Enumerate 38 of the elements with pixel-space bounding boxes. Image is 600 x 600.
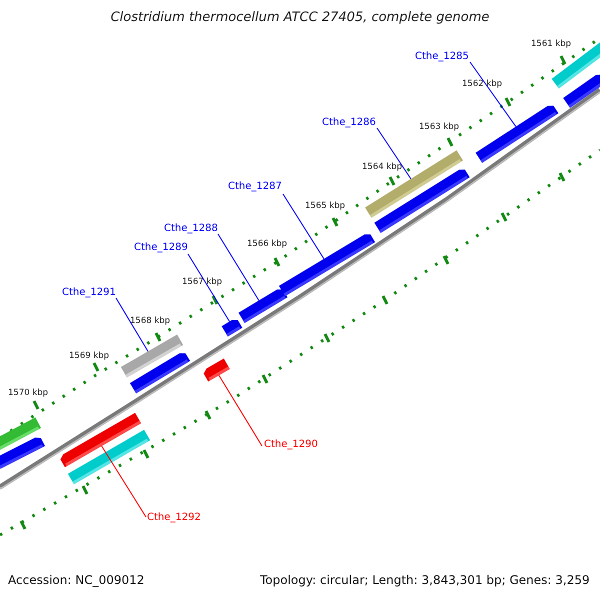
scale-label: 1566 kbp	[247, 240, 288, 248]
gene-feature	[476, 106, 558, 163]
leader-line	[218, 374, 262, 446]
gene-feature	[68, 430, 150, 484]
gene-label: Cthe_1292	[147, 513, 201, 523]
scale-label: 1569 kbp	[69, 352, 110, 360]
gene-feature	[0, 438, 45, 469]
gene-feature	[563, 74, 600, 108]
gene-label: Cthe_1288	[164, 224, 218, 234]
leader-line	[282, 194, 324, 260]
scale-label: 1570 kbp	[8, 389, 48, 398]
leader-line	[116, 298, 148, 352]
gene-label: Cthe_1291	[62, 288, 116, 298]
scale-label: 1564 kbp	[362, 163, 402, 172]
gene-label: Cthe_1287	[228, 182, 282, 192]
scale-label: 1568 kbp	[130, 317, 170, 326]
gene-feature	[238, 290, 288, 324]
title: Clostridium thermocellum ATCC 27405, complete genome	[110, 11, 490, 24]
scale-label: 1563 kbp	[419, 123, 460, 132]
gene-feature	[204, 358, 230, 382]
scale-label: 1565 kbp	[305, 202, 346, 210]
gene-feature	[222, 320, 242, 337]
leader-line	[188, 254, 230, 322]
leader-line	[101, 446, 146, 518]
gene-label: Cthe_1289	[134, 243, 188, 253]
scale-label: 1562 kbp	[462, 80, 502, 88]
gene-label: Cthe_1286	[322, 118, 376, 128]
gene-feature	[130, 353, 190, 394]
scale-label: 1561 kbp	[531, 40, 572, 48]
footer-text: Topology: circular; Length: 3,843,301 bp; Genes: 3,259	[260, 574, 590, 586]
leader-line	[218, 234, 260, 301]
leader-line	[376, 128, 412, 180]
scale-label: 1567 kbp	[182, 278, 222, 286]
leader-line	[470, 62, 516, 128]
gene-label: Cthe_1285	[415, 52, 469, 62]
gene-feature	[374, 170, 470, 233]
gene-label: Cthe_1290	[264, 440, 318, 450]
footer-text: Accession: NC_009012	[8, 574, 144, 586]
